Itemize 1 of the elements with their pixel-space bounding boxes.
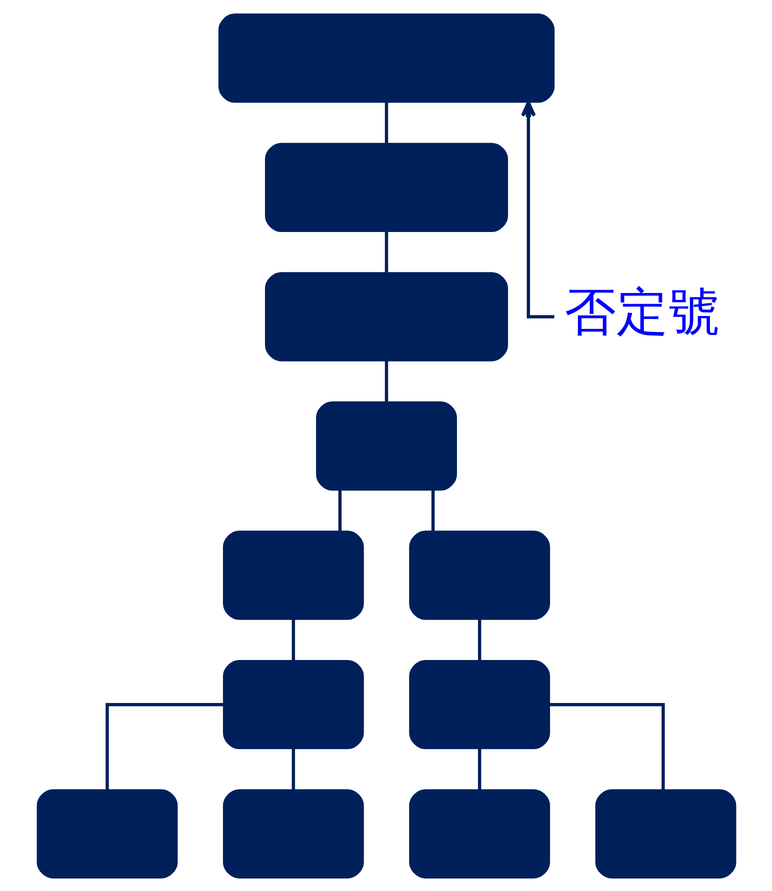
node-text: 否定號	[564, 282, 720, 342]
